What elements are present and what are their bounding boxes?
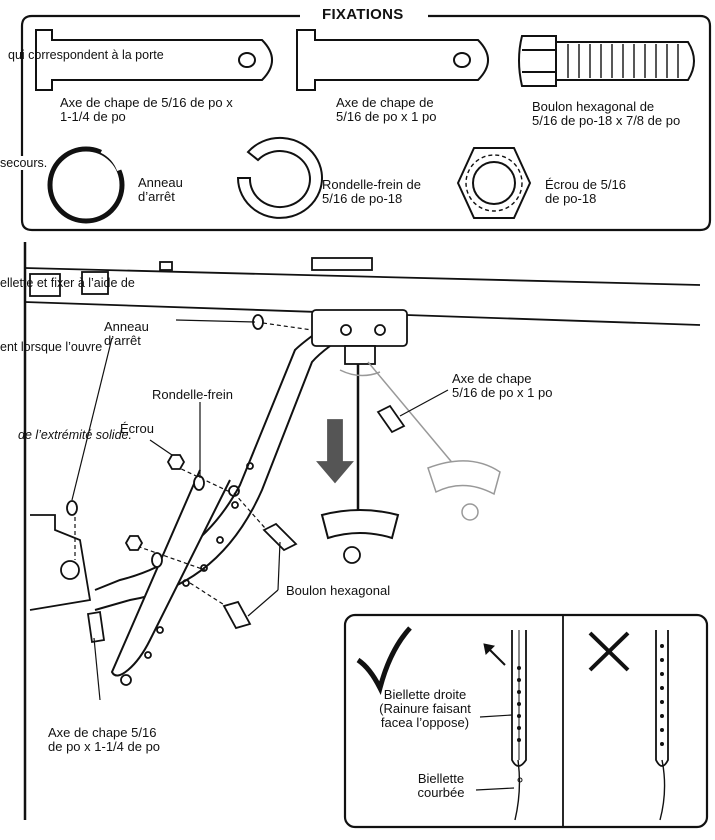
assembly-clevis-pin-long-label: Axe de chape 5/16 de po x 1-1/4 de po bbox=[48, 725, 161, 754]
lock-washer-label: Rondelle-frein de 5/16 de po-18 bbox=[322, 177, 422, 206]
text-fragment-door: qui correspondent à la porte bbox=[8, 48, 164, 62]
lock-washer-part bbox=[236, 136, 323, 219]
assembly-illustration bbox=[23, 242, 701, 820]
curved-arm-label: Biellette courbée bbox=[417, 771, 465, 800]
hex-bolt-part bbox=[518, 35, 695, 87]
ring-fastener-part bbox=[47, 146, 125, 224]
clevis-pin-short-part bbox=[296, 29, 489, 91]
fixations-title: FIXATIONS bbox=[316, 7, 410, 22]
assembly-nut-label: Écrou bbox=[120, 421, 154, 436]
ring-fastener-label: Anneau d’arrêt bbox=[138, 175, 183, 204]
inset-box bbox=[343, 613, 709, 829]
clevis-pin-short-label: Axe de chape de 5/16 de po x 1 po bbox=[336, 95, 437, 124]
assembly-ring-fastener-label: Anneau d’arrêt bbox=[104, 319, 149, 348]
assembly-hex-bolt-label: Boulon hexagonal bbox=[286, 583, 391, 598]
clevis-pin-long-label: Axe de chape de 5/16 de po x 1-1/4 de po bbox=[60, 95, 233, 124]
text-fragment-extremite: de l’extrémité solide. bbox=[18, 428, 132, 442]
assembly-clevis-pin-short-label: Axe de chape 5/16 de po x 1 po bbox=[452, 371, 553, 400]
nut-label: Écrou de 5/16 de po-18 bbox=[545, 177, 626, 206]
hex-bolt-label: Boulon hexagonal de 5/16 de po-18 x 7/8 … bbox=[532, 99, 681, 128]
fixations-box bbox=[20, 14, 712, 232]
text-fragment-fix: ellette et fixer à l’aide de bbox=[0, 276, 135, 290]
assembly-lock-washer-label: Rondelle-frein bbox=[152, 387, 233, 402]
check-icon bbox=[356, 626, 412, 696]
text-fragment-secours: secours. bbox=[0, 156, 48, 170]
text-fragment-lorsque: ent lorsque l’ouvre bbox=[0, 340, 103, 354]
nut-part bbox=[456, 147, 532, 219]
cross-icon bbox=[588, 631, 630, 672]
straight-arm-label: Biellette droite (Rainure faisant facea … bbox=[379, 687, 471, 730]
clevis-pin-long-part bbox=[35, 29, 273, 91]
